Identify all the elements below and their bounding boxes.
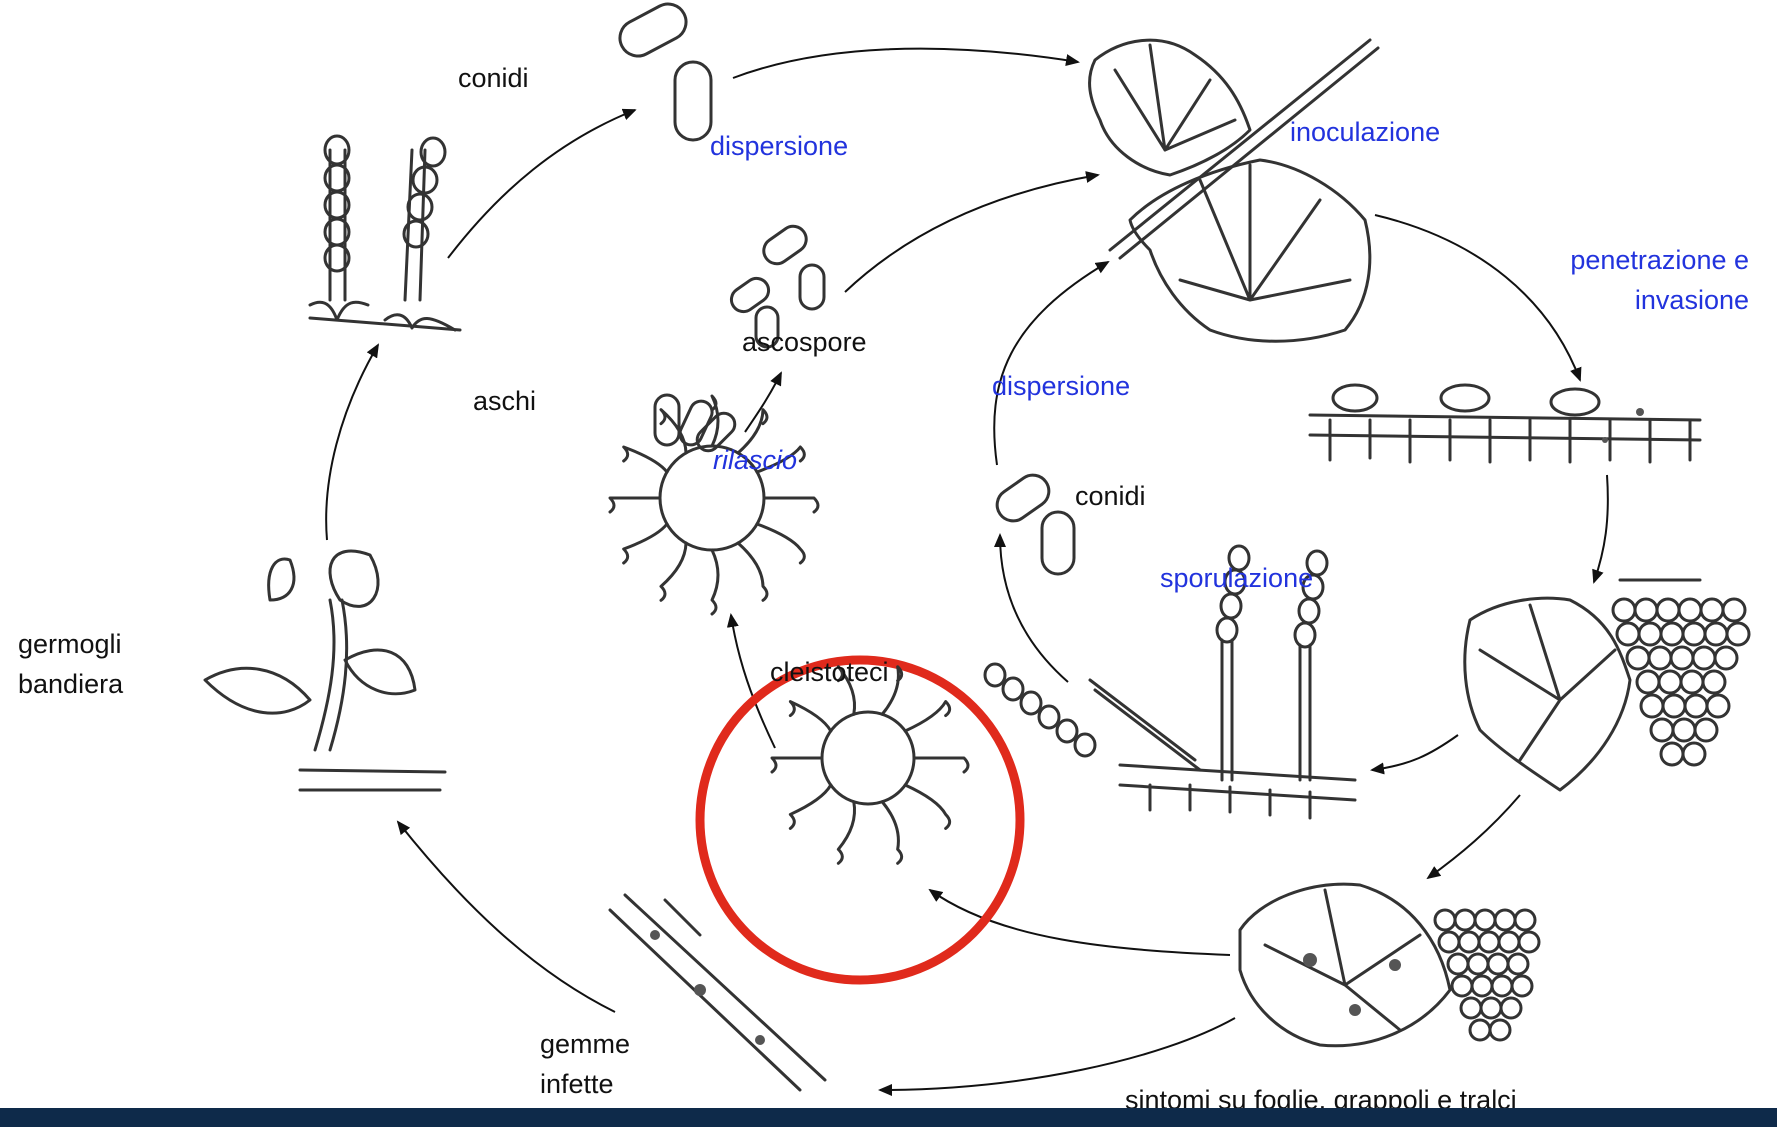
label-germogli-bandiera: germogli bandiera	[18, 624, 123, 704]
label-inoculazione: inoculazione	[1290, 112, 1440, 152]
label-conidi-top: conidi	[458, 58, 529, 98]
arrow-buds-to-shoots	[398, 822, 615, 1012]
label-rilascio: rilascio	[713, 440, 797, 480]
label-penetrazione: penetrazione e invasione	[1570, 240, 1749, 320]
label-gemme-line2: infette	[540, 1064, 630, 1104]
penetration-drawing	[1310, 385, 1700, 462]
symptom-grapes	[1435, 910, 1539, 1040]
label-dispersione-top: dispersione	[710, 126, 848, 166]
leaf-cluster-drawing	[1090, 40, 1378, 341]
arrow-leaf-to-penetrazione	[1375, 215, 1580, 380]
grapevine-drawing	[1465, 580, 1700, 790]
infected-cane-drawing	[610, 895, 825, 1090]
conidia-mid-drawing	[991, 469, 1074, 574]
highlight-circle	[700, 660, 1020, 980]
arrow-grape-to-sporulazione	[1372, 735, 1458, 770]
arrow-grape-to-symptoms	[1428, 795, 1520, 878]
footer-bar	[0, 1108, 1777, 1127]
arrow-shoots-to-aschi	[326, 345, 378, 540]
arrow-conidi-to-leaf-mid	[994, 262, 1108, 465]
label-dispersione-mid: dispersione	[992, 366, 1130, 406]
label-sporulazione: sporulazione	[1160, 558, 1313, 598]
label-penetrazione-line2: invasione	[1570, 280, 1749, 320]
shoot-drawing	[205, 551, 445, 790]
arrow-aschi-to-conidi	[448, 110, 635, 258]
arrow-ascospore-to-leaf	[845, 175, 1098, 292]
arrow-penetrazione-to-grape	[1594, 475, 1608, 582]
label-ascospore: ascospore	[742, 322, 867, 362]
label-germogli-line2: bandiera	[18, 664, 123, 704]
label-gemme-infette: gemme infette	[540, 1024, 630, 1104]
label-gemme-line1: gemme	[540, 1024, 630, 1064]
label-conidi-mid: conidi	[1075, 476, 1146, 516]
conidia-top-drawing	[614, 0, 711, 140]
label-aschi: aschi	[473, 381, 536, 421]
arrow-symptoms-to-cleistoteci	[930, 890, 1230, 955]
grape-berries	[1613, 599, 1749, 765]
label-germogli-line1: germogli	[18, 624, 123, 664]
symptoms-drawing	[1240, 884, 1450, 1046]
arrow-sporulazione-to-conidi	[1000, 535, 1068, 682]
label-cleistoteci: cleistoteci	[770, 652, 889, 692]
released-cleistothecium-drawing	[610, 395, 818, 614]
label-penetrazione-line1: penetrazione e	[1570, 240, 1749, 280]
conidiophores-drawing	[310, 136, 460, 330]
cleistothecium-drawing	[700, 660, 1020, 980]
arrow-cleistoteci-to-released	[731, 615, 775, 748]
sporulation-drawing	[1090, 640, 1355, 818]
arrow-conidi-to-leaf	[733, 49, 1078, 78]
